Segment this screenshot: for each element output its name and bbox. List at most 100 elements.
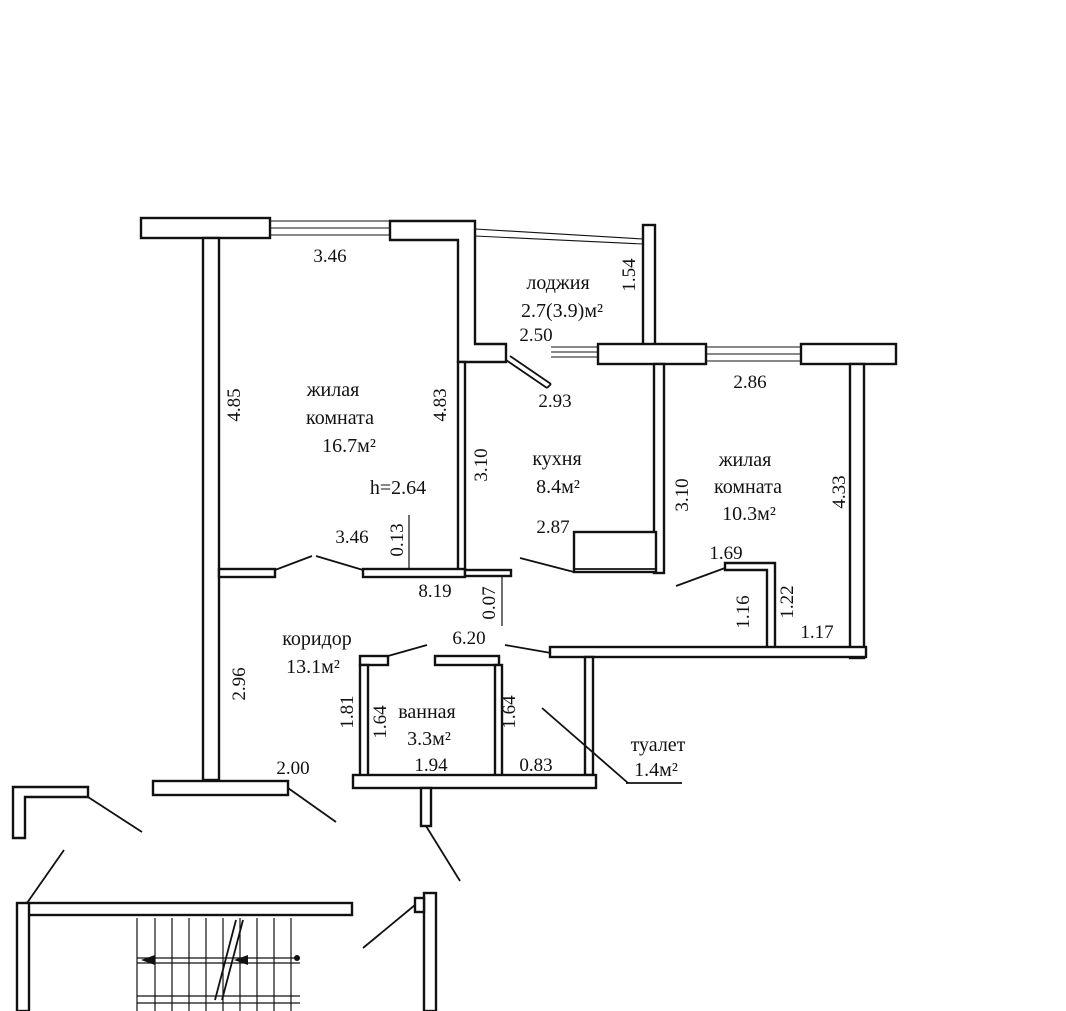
wall-room2-top-right bbox=[799, 342, 898, 366]
wall-stair-right bbox=[422, 891, 438, 1011]
wall-stair-top bbox=[25, 901, 354, 917]
room-toilet-area: 1.4м² bbox=[634, 759, 678, 781]
wall-kitchen-room2 bbox=[652, 362, 666, 575]
dim-room1-offset: 0.13 bbox=[387, 523, 408, 556]
room-living-2-name-line2: комната bbox=[714, 476, 782, 498]
room-bathroom-area: 3.3м² bbox=[407, 728, 451, 750]
room-living-2-area: 10.3м² bbox=[722, 503, 776, 525]
wall-room1-bottom-a bbox=[217, 567, 277, 579]
walls bbox=[11, 216, 898, 1011]
room-living-1-area: 16.7м² bbox=[322, 435, 376, 457]
room-toilet: туалет 1.4м² bbox=[631, 734, 686, 781]
door-toilet-swing bbox=[541, 707, 629, 784]
dim-room1-left: 4.85 bbox=[224, 388, 245, 421]
room-loggia-area: 2.7(3.9)м² bbox=[521, 300, 603, 322]
dim-kitchen-left: 3.10 bbox=[471, 448, 492, 481]
wall-top-right-l bbox=[388, 219, 508, 364]
wall-bath-left bbox=[358, 663, 370, 778]
dim-loggia-width: 2.50 bbox=[519, 325, 552, 346]
dim-room2-bottom: 1.17 bbox=[800, 622, 833, 643]
dim-toilet-bottom: 0.83 bbox=[519, 755, 552, 776]
door-neighbor-3 bbox=[362, 904, 416, 949]
room-kitchen-area: 8.4м² bbox=[536, 476, 580, 498]
dim-corridor-top: 8.19 bbox=[418, 581, 451, 602]
room-corridor-area: 13.1м² bbox=[286, 656, 340, 678]
wall-room1-bottom-b bbox=[361, 567, 467, 579]
door-room1-b bbox=[315, 555, 364, 571]
window-room2 bbox=[706, 346, 801, 362]
door-room2 bbox=[675, 567, 726, 587]
dim-room1-bottom: 3.46 bbox=[335, 527, 368, 548]
window-loggia-bottom bbox=[551, 346, 599, 358]
wall-room1-kitchen bbox=[456, 360, 467, 576]
room-bathroom-name: ванная bbox=[398, 701, 456, 723]
dimensions-horizontal: 3.46 2.50 2.93 2.86 3.46 2.87 1.69 8.19 … bbox=[276, 246, 833, 779]
wall-bath-stub bbox=[419, 786, 433, 828]
dimensions-vertical: 4.85 4.83 1.54 3.10 3.10 4.33 0.13 0.07 … bbox=[224, 258, 850, 739]
wall-top-left bbox=[139, 216, 272, 240]
dim-room2-niche-a: 1.16 bbox=[733, 595, 754, 628]
doors bbox=[26, 355, 726, 949]
dim-room2-niche: 1.69 bbox=[709, 543, 742, 564]
wall-room1-left bbox=[201, 236, 221, 782]
door-room1-a bbox=[274, 555, 313, 571]
door-loggia bbox=[505, 355, 552, 389]
room-corridor: коридор 13.1м² bbox=[282, 628, 352, 678]
wall-room2-top-left bbox=[596, 342, 708, 366]
door-neighbor bbox=[87, 796, 143, 833]
wall-kitchen-bottom bbox=[463, 568, 513, 578]
door-entrance-2 bbox=[425, 825, 461, 882]
wall-bath-top-right bbox=[433, 654, 501, 667]
room-living-1-height: h=2.64 bbox=[370, 477, 426, 499]
dim-kitchen-right: 3.10 bbox=[672, 478, 693, 511]
door-entrance bbox=[287, 787, 337, 823]
wall-bath-top-left bbox=[358, 654, 390, 667]
door-bath bbox=[387, 644, 428, 657]
dim-kitchen-bottom: 2.87 bbox=[536, 517, 569, 538]
wall-bath-bottom bbox=[351, 773, 598, 790]
room-toilet-name: туалет bbox=[631, 734, 686, 756]
dim-bath-left-outer: 1.81 bbox=[337, 695, 358, 728]
dim-bath-right: 1.64 bbox=[499, 695, 520, 729]
wall-loggia-right bbox=[641, 223, 657, 349]
wall-corridor-bottom-left bbox=[151, 779, 290, 797]
door-kitchen bbox=[519, 557, 575, 573]
wall-toilet-right bbox=[583, 655, 595, 777]
kitchen-counter bbox=[572, 530, 658, 574]
room-living-1: жилая комната 16.7м² h=2.64 bbox=[306, 379, 426, 499]
room-kitchen-name: кухня bbox=[532, 448, 581, 470]
room-living-1-name-line1: жилая bbox=[306, 379, 360, 401]
dim-room1-right: 4.83 bbox=[430, 388, 451, 421]
dim-corridor-offset: 0.07 bbox=[479, 586, 500, 619]
dim-loggia-height: 1.54 bbox=[619, 258, 640, 292]
door-toilet bbox=[504, 644, 552, 654]
wall-room2-right bbox=[848, 362, 866, 660]
wall-stair-left bbox=[15, 901, 31, 1011]
window-loggia bbox=[474, 228, 644, 245]
dim-room2-top: 2.86 bbox=[733, 372, 766, 393]
dim-bath-left-inner: 1.64 bbox=[370, 705, 391, 739]
staircase bbox=[136, 918, 300, 1011]
room-loggia-name: лоджия bbox=[526, 272, 589, 294]
room-kitchen: кухня 8.4м² bbox=[532, 448, 581, 498]
dim-corridor-width: 6.20 bbox=[452, 628, 485, 649]
wall-corridor-bottom-right bbox=[548, 645, 868, 659]
room-loggia: лоджия 2.7(3.9)м² bbox=[521, 272, 603, 322]
window-room1 bbox=[270, 220, 390, 236]
room-living-2: жилая комната 10.3м² bbox=[714, 449, 782, 525]
room-living-1-name-line2: комната bbox=[306, 407, 374, 429]
dim-corridor-left: 2.96 bbox=[229, 667, 250, 700]
room-bathroom: ванная 3.3м² bbox=[398, 701, 456, 750]
room-living-2-name-line1: жилая bbox=[718, 449, 772, 471]
wall-stair-corner bbox=[11, 785, 90, 840]
dim-room2-niche-b: 1.22 bbox=[777, 585, 798, 618]
dim-room2-right: 4.33 bbox=[829, 475, 850, 508]
room-corridor-name: коридор bbox=[282, 628, 352, 650]
wall-stair-right-stub bbox=[413, 896, 426, 914]
dim-corridor-bottom: 2.00 bbox=[276, 758, 309, 779]
door-neighbor-2 bbox=[26, 849, 65, 904]
dim-loggia-door: 2.93 bbox=[538, 391, 571, 412]
dim-room1-top: 3.46 bbox=[313, 246, 346, 267]
dim-bath-bottom: 1.94 bbox=[414, 755, 448, 776]
